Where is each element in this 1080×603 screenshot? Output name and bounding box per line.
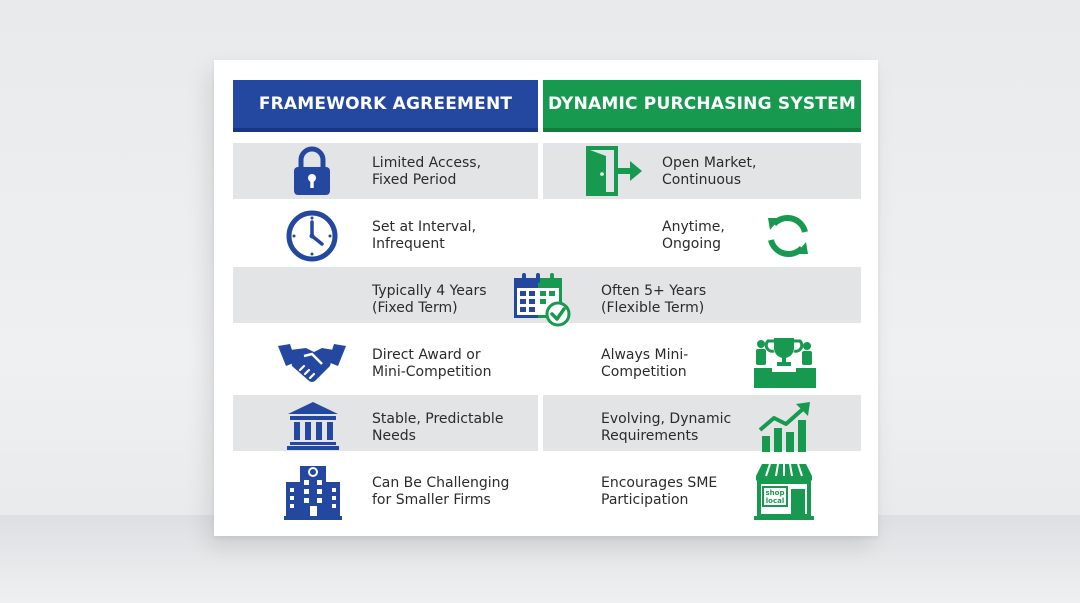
comparison-board: FRAMEWORK AGREEMENT DYNAMIC PURCHASING S… bbox=[214, 60, 878, 536]
row-4-right-text: Always Mini- Competition bbox=[601, 347, 771, 381]
shop-sign-line2: local bbox=[766, 497, 784, 505]
handshake-icon bbox=[276, 340, 348, 386]
header-framework-agreement: FRAMEWORK AGREEMENT bbox=[233, 80, 538, 132]
row-5-left-text: Stable, Predictable Needs bbox=[372, 411, 542, 445]
row-6-left-line2: for Smaller Firms bbox=[372, 492, 491, 508]
row-2-right-line1: Anytime, bbox=[662, 219, 725, 235]
podium-trophy-icon bbox=[752, 334, 818, 390]
calendar-check-icon bbox=[512, 272, 572, 328]
row-1-left-text: Limited Access, Fixed Period bbox=[372, 155, 542, 189]
header-dynamic-purchasing-system: DYNAMIC PURCHASING SYSTEM bbox=[543, 80, 861, 132]
shop-sign-line1: shop bbox=[766, 489, 785, 497]
row-5-left-line1: Stable, Predictable bbox=[372, 411, 504, 427]
row-4-right-line1: Always Mini- bbox=[601, 347, 689, 363]
padlock-icon bbox=[292, 146, 332, 196]
shop-local-icon: shop local bbox=[754, 462, 814, 520]
row-2-right-text: Anytime, Ongoing bbox=[662, 219, 832, 253]
row-4-left-text: Direct Award or Mini-Competition bbox=[372, 347, 542, 381]
row-3-left-line1: Typically 4 Years bbox=[372, 283, 487, 299]
row-2-left-line1: Set at Interval, bbox=[372, 219, 477, 235]
row-5-right-line2: Requirements bbox=[601, 428, 699, 444]
row-3-right-line2: (Flexible Term) bbox=[601, 300, 705, 316]
row-1-right-line2: Continuous bbox=[662, 172, 742, 188]
row-6-left-text: Can Be Challenging for Smaller Firms bbox=[372, 475, 542, 509]
row-1-right-text: Open Market, Continuous bbox=[662, 155, 832, 189]
row-1-left-line1: Limited Access, bbox=[372, 155, 482, 171]
row-3-right-text: Often 5+ Years (Flexible Term) bbox=[601, 283, 771, 317]
row-5-right-text: Evolving, Dynamic Requirements bbox=[601, 411, 771, 445]
clock-icon bbox=[286, 210, 338, 262]
row-6-right-text: Encourages SME Participation bbox=[601, 475, 771, 509]
door-exit-icon bbox=[586, 146, 644, 196]
row-4-right-line2: Competition bbox=[601, 364, 687, 380]
row-6-right-line2: Participation bbox=[601, 492, 689, 508]
row-1-left-line2: Fixed Period bbox=[372, 172, 457, 188]
row-3-right-line1: Often 5+ Years bbox=[601, 283, 707, 299]
row-2-right-line2: Ongoing bbox=[662, 236, 721, 252]
row-4-left-line1: Direct Award or bbox=[372, 347, 481, 363]
row-6-left-line1: Can Be Challenging bbox=[372, 475, 510, 491]
row-5-left-line2: Needs bbox=[372, 428, 416, 444]
row-3-left-line2: (Fixed Term) bbox=[372, 300, 458, 316]
row-1-left-bg bbox=[233, 143, 538, 199]
row-5-right-line1: Evolving, Dynamic bbox=[601, 411, 732, 427]
office-building-icon bbox=[284, 462, 342, 520]
row-2-left-text: Set at Interval, Infrequent bbox=[372, 219, 542, 253]
row-6-right-line1: Encourages SME bbox=[601, 475, 718, 491]
institution-building-icon bbox=[286, 400, 340, 450]
row-4-left-line2: Mini-Competition bbox=[372, 364, 492, 380]
row-5-left-bg bbox=[233, 395, 538, 451]
row-2-left-line2: Infrequent bbox=[372, 236, 445, 252]
row-3-left-text: Typically 4 Years (Fixed Term) bbox=[372, 283, 542, 317]
row-1-right-line1: Open Market, bbox=[662, 155, 757, 171]
growth-chart-icon bbox=[758, 400, 814, 454]
refresh-cycle-icon bbox=[762, 210, 814, 262]
